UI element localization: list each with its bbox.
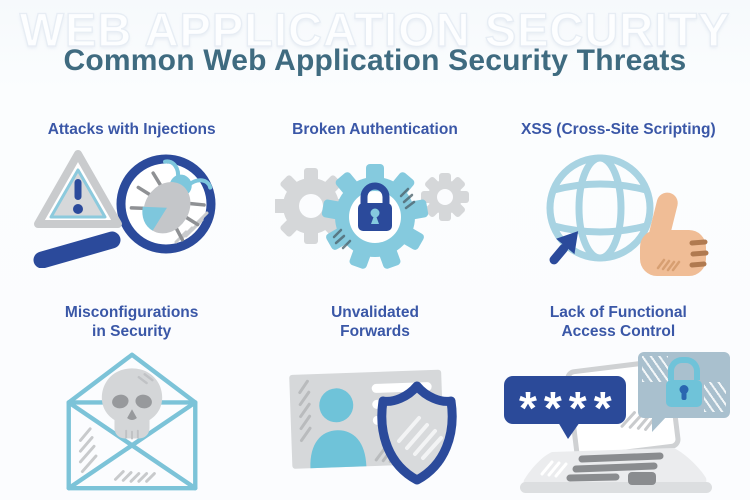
threat-label: Attacks with Injections (47, 121, 216, 138)
threats-grid: Attacks with Injections (10, 110, 740, 499)
id-card-shield-icon (279, 346, 471, 495)
threat-card-unvalidated-forwards: Unvalidated Forwards (253, 303, 496, 499)
hatch-marks (78, 427, 156, 483)
hatch-marks (704, 381, 727, 412)
skull-icon (101, 368, 162, 440)
magnifier-bug-warning-icon (26, 144, 238, 273)
person-avatar (319, 388, 354, 423)
envelope-skull-icon (59, 346, 205, 499)
threat-card-access-control: Lack of Functional Access Control (497, 303, 740, 499)
threat-label: Misconfigurations in Security (64, 304, 199, 341)
threat-label: Lack of Functional Access Control (549, 304, 687, 341)
gears-padlock-icon (272, 144, 475, 275)
lock-bubble (638, 351, 731, 432)
padlock-icon (357, 182, 392, 231)
globe-icon (546, 154, 654, 262)
magnifier-handle (33, 231, 121, 269)
threat-card-authentication: Broken Authentication (253, 120, 496, 281)
watermark-text: WEB APPLICATION SECURITY (19, 2, 731, 56)
bug-icon (129, 159, 212, 242)
hatch-marks (642, 355, 669, 382)
threat-card-injections: Attacks with Injections (10, 120, 253, 281)
shield-icon (377, 381, 457, 485)
threat-card-misconfigurations: Misconfigurations in Security (10, 303, 253, 499)
threat-card-xss: XSS (Cross-Site Scripting) (497, 120, 740, 281)
threat-label: Broken Authentication (292, 121, 458, 138)
warning-triangle-icon (33, 150, 122, 228)
cursor-icon (549, 231, 579, 265)
gear-right (420, 173, 469, 221)
threat-label: Unvalidated Forwards (331, 304, 419, 341)
hatch-marks (174, 211, 209, 244)
globe-cursor-thumbs-up-icon (512, 144, 724, 281)
password-asterisks: **** (519, 381, 619, 434)
thumbs-up-icon (640, 192, 709, 276)
lock-icon (666, 356, 703, 407)
page-title: Common Web Application Security Threats (63, 44, 687, 77)
laptop-password-lock-icon: **** (504, 346, 732, 496)
threat-label: XSS (Cross-Site Scripting) (520, 121, 716, 138)
password-bubble: **** (504, 375, 627, 439)
